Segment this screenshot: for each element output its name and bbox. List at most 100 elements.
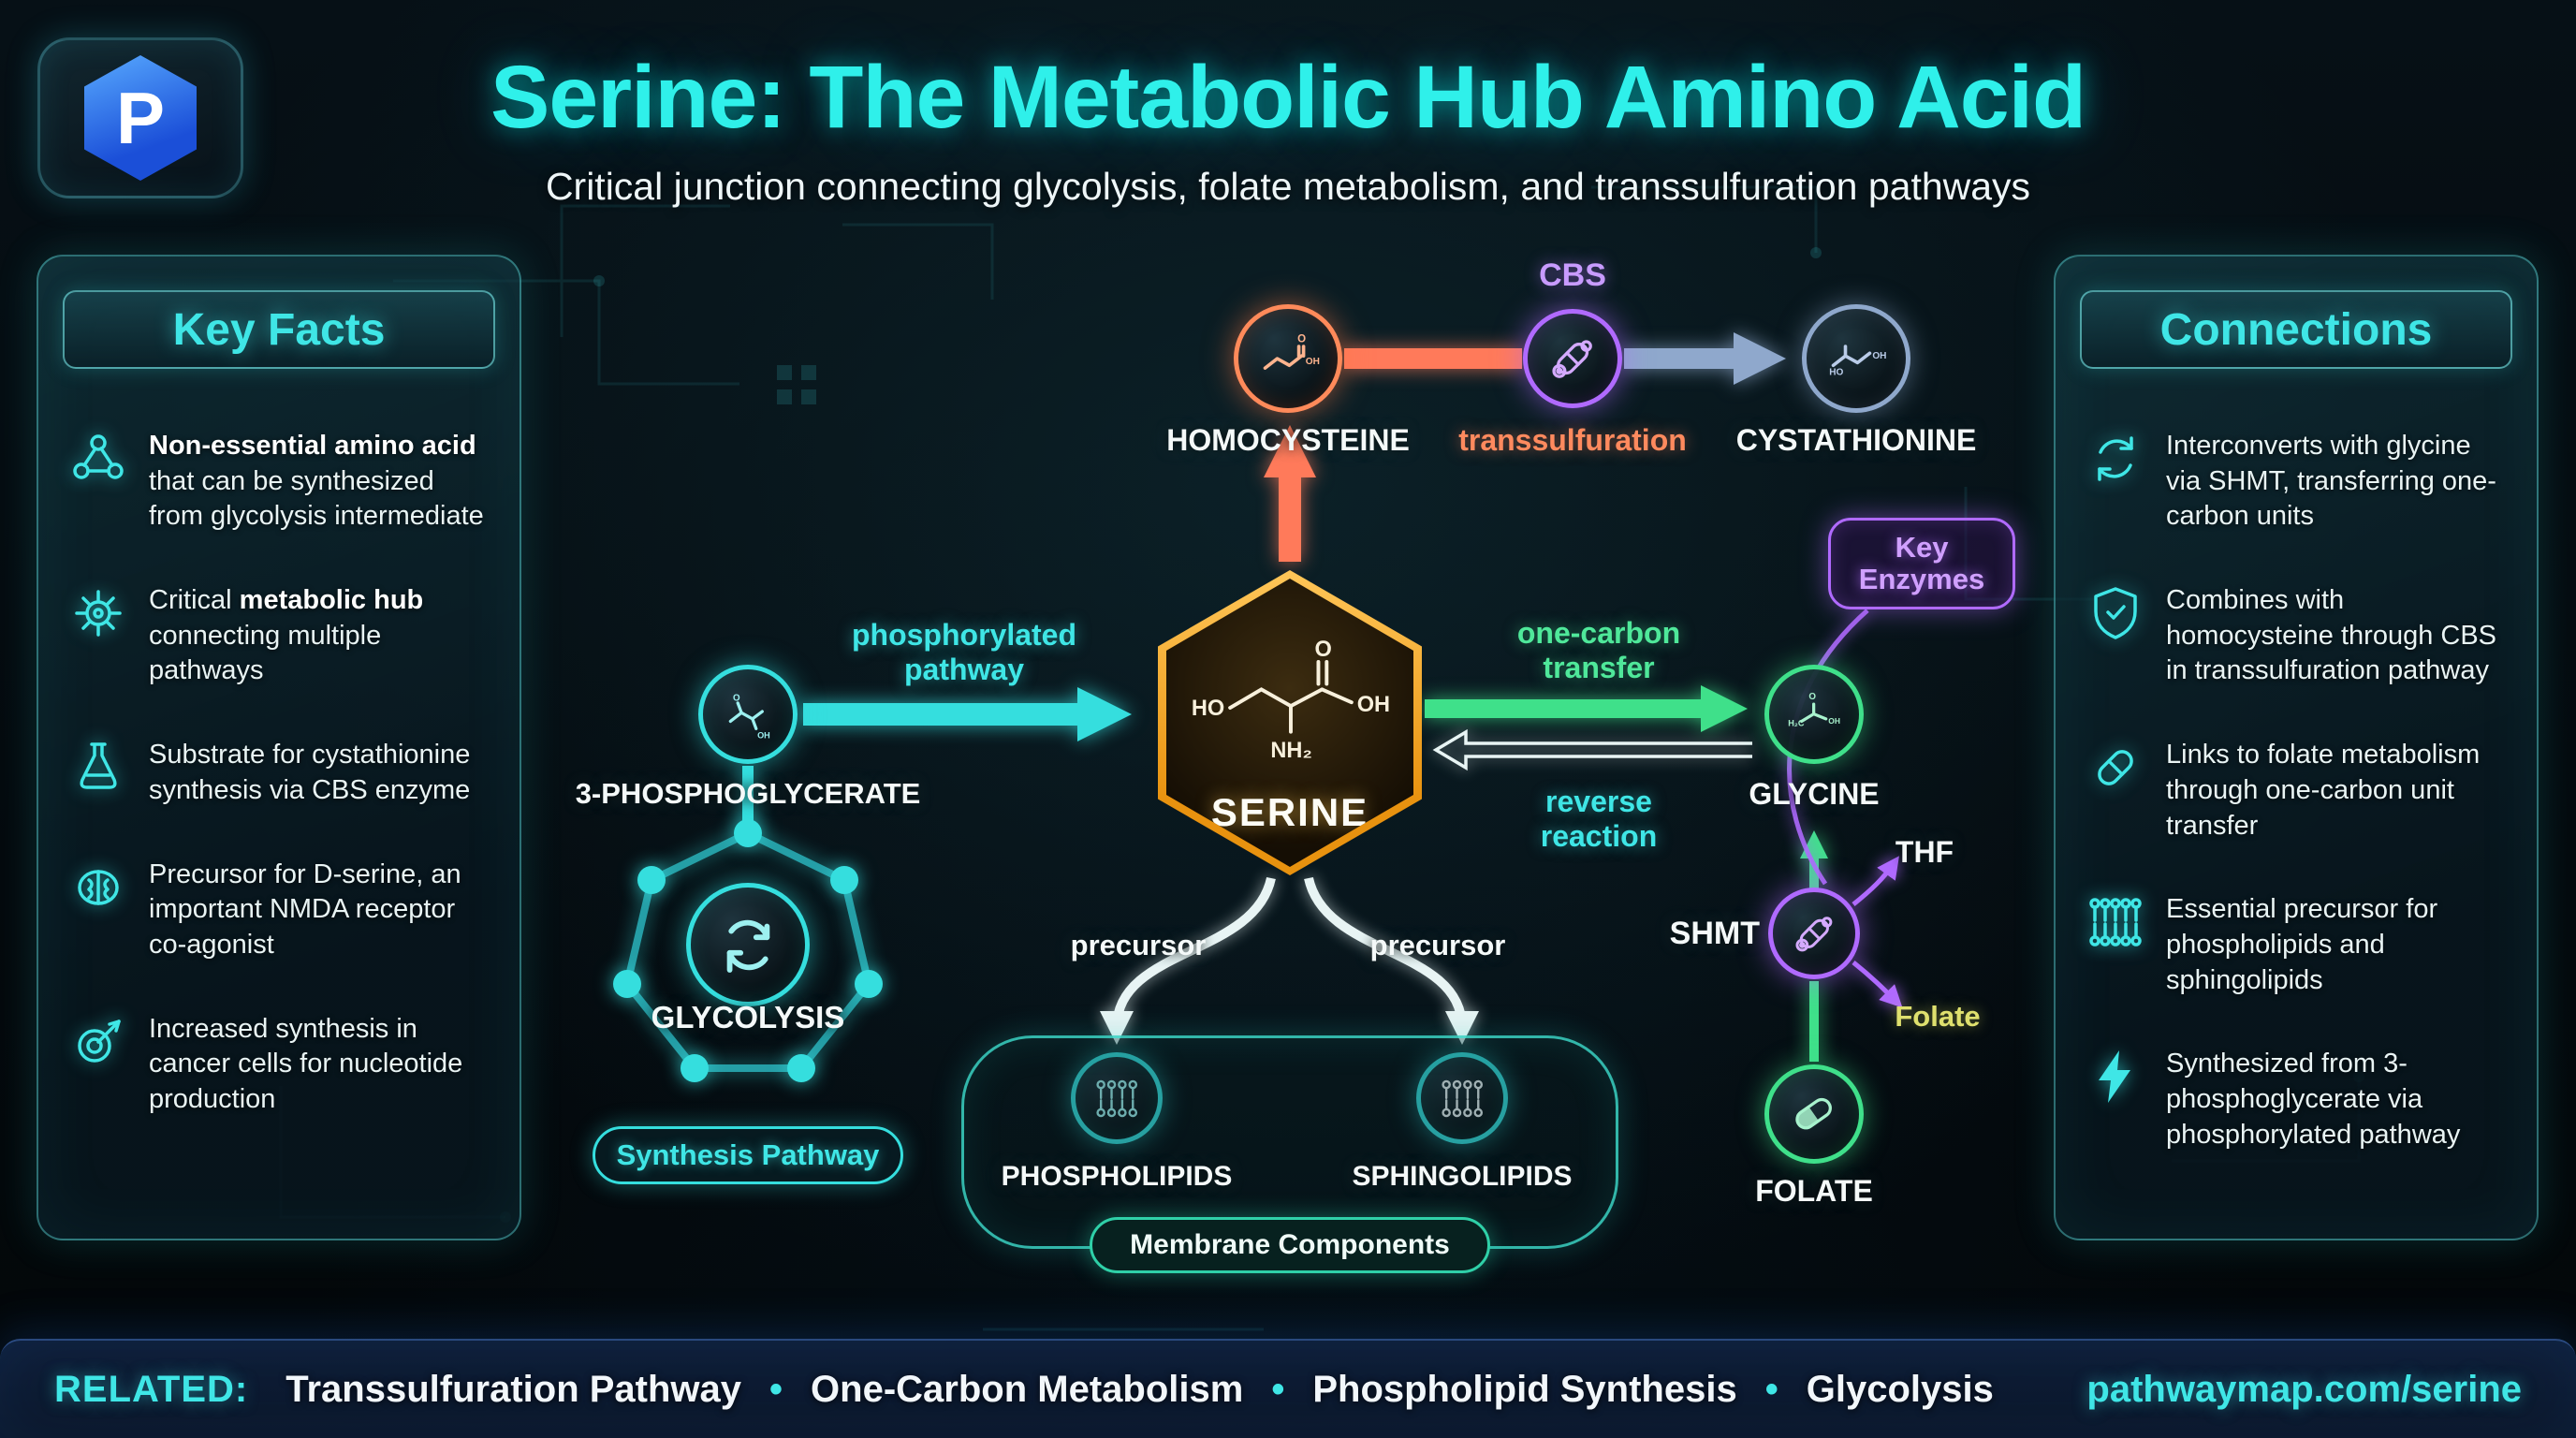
connections-heading-text: Connections <box>2159 304 2433 355</box>
lightning-icon <box>2086 1047 2145 1107</box>
key-facts-list: Non-essential amino acid that can be syn… <box>38 369 520 1118</box>
pill-icon <box>2086 738 2145 798</box>
capsule-icon <box>1795 1098 1833 1130</box>
footer-link-one-carbon[interactable]: One-Carbon Metabolism <box>811 1368 1244 1410</box>
membrane-icon <box>2086 892 2145 952</box>
svg-text:OH: OH <box>1829 716 1841 726</box>
3-phosphoglycerate-label: 3-PHOSPHOGLYCERATE <box>575 777 921 810</box>
footer-bar: RELATED: Transsulfuration Pathway • One-… <box>0 1339 2576 1438</box>
key-enzymes-badge: Key Enzymes <box>1828 518 2015 609</box>
molecule-structure-icon: O H₂C OH <box>1789 692 1841 728</box>
connections-heading: Connections <box>2080 290 2512 369</box>
flask-icon <box>68 738 128 798</box>
bullet-separator: • <box>1271 1368 1285 1410</box>
serine-structure-icon: HO O OH NH₂ <box>1192 640 1390 762</box>
svg-text:OH: OH <box>1872 351 1886 361</box>
serine-hexagon-inner: HO O OH NH₂ SERINE <box>1166 579 1413 867</box>
folate-small-label: Folate <box>1895 1000 1981 1033</box>
shmt-enzyme-node <box>1768 888 1860 979</box>
brain-icon <box>68 858 128 917</box>
cystathionine-node: HO OH <box>1802 304 1910 413</box>
enzyme-icon <box>1795 917 1833 952</box>
key-facts-panel: Key Facts Non-essential amino acid that … <box>37 255 521 1240</box>
footer-link-phospholipid[interactable]: Phospholipid Synthesis <box>1312 1368 1737 1410</box>
precursor-left-label: precursor <box>1070 929 1207 961</box>
key-facts-heading: Key Facts <box>63 290 495 369</box>
cbs-label: CBS <box>1539 257 1606 293</box>
folate-label: FOLATE <box>1755 1174 1873 1208</box>
enzyme-icon <box>1552 340 1593 379</box>
key-fact-item: Precursor for D-serine, an important NMD… <box>68 858 490 963</box>
key-fact-item: Non-essential amino acid that can be syn… <box>68 429 490 535</box>
key-fact-text: Increased synthesis in cancer cells for … <box>149 1013 463 1114</box>
glycolysis-label: GLYCOLYSIS <box>651 1000 845 1034</box>
molecule-structure-icon: HO OH <box>1829 345 1886 377</box>
key-enzymes-line2: Enzymes <box>1858 563 1985 595</box>
svg-text:HO: HO <box>1192 696 1224 720</box>
svg-text:OH: OH <box>1357 692 1390 716</box>
sphingolipids-node <box>1416 1052 1508 1144</box>
molecule-icon <box>68 429 128 489</box>
glycine-node: O H₂C OH <box>1764 665 1864 764</box>
key-fact-text: Non-essential amino acid that can be syn… <box>149 431 484 532</box>
svg-text:O: O <box>1809 692 1817 702</box>
svg-text:O: O <box>1297 334 1306 345</box>
connection-item: Interconverts with glycine via SHMT, tra… <box>2086 429 2507 535</box>
svg-text:H₂C: H₂C <box>1789 719 1806 728</box>
page-subtitle: Critical junction connecting glycolysis,… <box>545 165 2031 208</box>
homocysteine-label: HOMOCYSTEINE <box>1166 423 1410 457</box>
3-phosphoglycerate-node: O OH <box>698 665 798 764</box>
svg-text:O: O <box>733 694 740 704</box>
membrane-components-label: Membrane Components <box>1130 1229 1450 1260</box>
cycle-icon <box>2086 429 2145 489</box>
membrane-components-badge: Membrane Components <box>1090 1217 1490 1273</box>
footer-link-transsulfuration[interactable]: Transsulfuration Pathway <box>285 1368 742 1410</box>
svg-text:HO: HO <box>1829 367 1843 377</box>
connections-list: Interconverts with glycine via SHMT, tra… <box>2056 369 2537 1152</box>
bullet-separator: • <box>769 1368 783 1410</box>
cystathionine-label: CYSTATHIONINE <box>1735 423 1977 457</box>
bilayer-icon <box>1096 1079 1138 1118</box>
membrane-components-group <box>961 1035 1618 1249</box>
glycolysis-cycle-node <box>686 883 810 1006</box>
footer-link-glycolysis[interactable]: Glycolysis <box>1806 1368 1994 1410</box>
synthesis-pathway-badge: Synthesis Pathway <box>593 1126 903 1184</box>
gear-icon <box>68 583 128 643</box>
footer-url[interactable]: pathwaymap.com/serine <box>2086 1368 2522 1410</box>
key-fact-item: Increased synthesis in cancer cells for … <box>68 1012 490 1118</box>
bullet-separator: • <box>1764 1368 1778 1410</box>
key-fact-text: Substrate for cystathionine synthesis vi… <box>149 740 471 805</box>
sphingolipids-label: SPHINGOLIPIDS <box>1352 1161 1573 1192</box>
shield-icon <box>2086 583 2145 643</box>
key-fact-text: Critical metabolic hub connecting multip… <box>149 585 424 686</box>
related-label: RELATED: <box>54 1368 249 1410</box>
precursor-right-label: precursor <box>1369 929 1506 961</box>
brand-logo-letter: P <box>115 76 166 159</box>
key-enzymes-line1: Key <box>1895 530 1949 564</box>
key-fact-item: Critical metabolic hub connecting multip… <box>68 583 490 689</box>
page-title: Serine: The Metabolic Hub Amino Acid <box>490 48 2086 147</box>
connection-text: Combines with homocysteine through CBS i… <box>2166 585 2497 686</box>
synthesis-pathway-label: Synthesis Pathway <box>616 1138 880 1171</box>
connection-text: Essential precursor for phospholipids an… <box>2166 894 2438 995</box>
serine-label: SERINE <box>1210 790 1369 834</box>
key-fact-text: Precursor for D-serine, an important NMD… <box>149 858 461 960</box>
svg-text:O: O <box>1315 640 1332 661</box>
svg-text:OH: OH <box>757 731 770 741</box>
connection-item: Essential precursor for phospholipids an… <box>2086 892 2507 998</box>
connection-text: Links to folate metabolism through one-c… <box>2166 740 2481 841</box>
molecule-structure-icon: O OH <box>729 694 770 741</box>
connection-text: Synthesized from 3-phosphoglycerate via … <box>2166 1049 2461 1150</box>
connections-panel: Connections Interconverts with glycine v… <box>2054 255 2539 1240</box>
connection-item: Synthesized from 3-phosphoglycerate via … <box>2086 1047 2507 1152</box>
target-icon <box>68 1012 128 1072</box>
thf-label: THF <box>1895 835 1954 869</box>
molecule-structure-icon: O OH <box>1263 334 1320 370</box>
folate-node <box>1764 1064 1864 1164</box>
cycle-arrows-icon <box>726 919 769 973</box>
connection-text: Interconverts with glycine via SHMT, tra… <box>2166 431 2496 532</box>
svg-text:OH: OH <box>1306 357 1320 367</box>
